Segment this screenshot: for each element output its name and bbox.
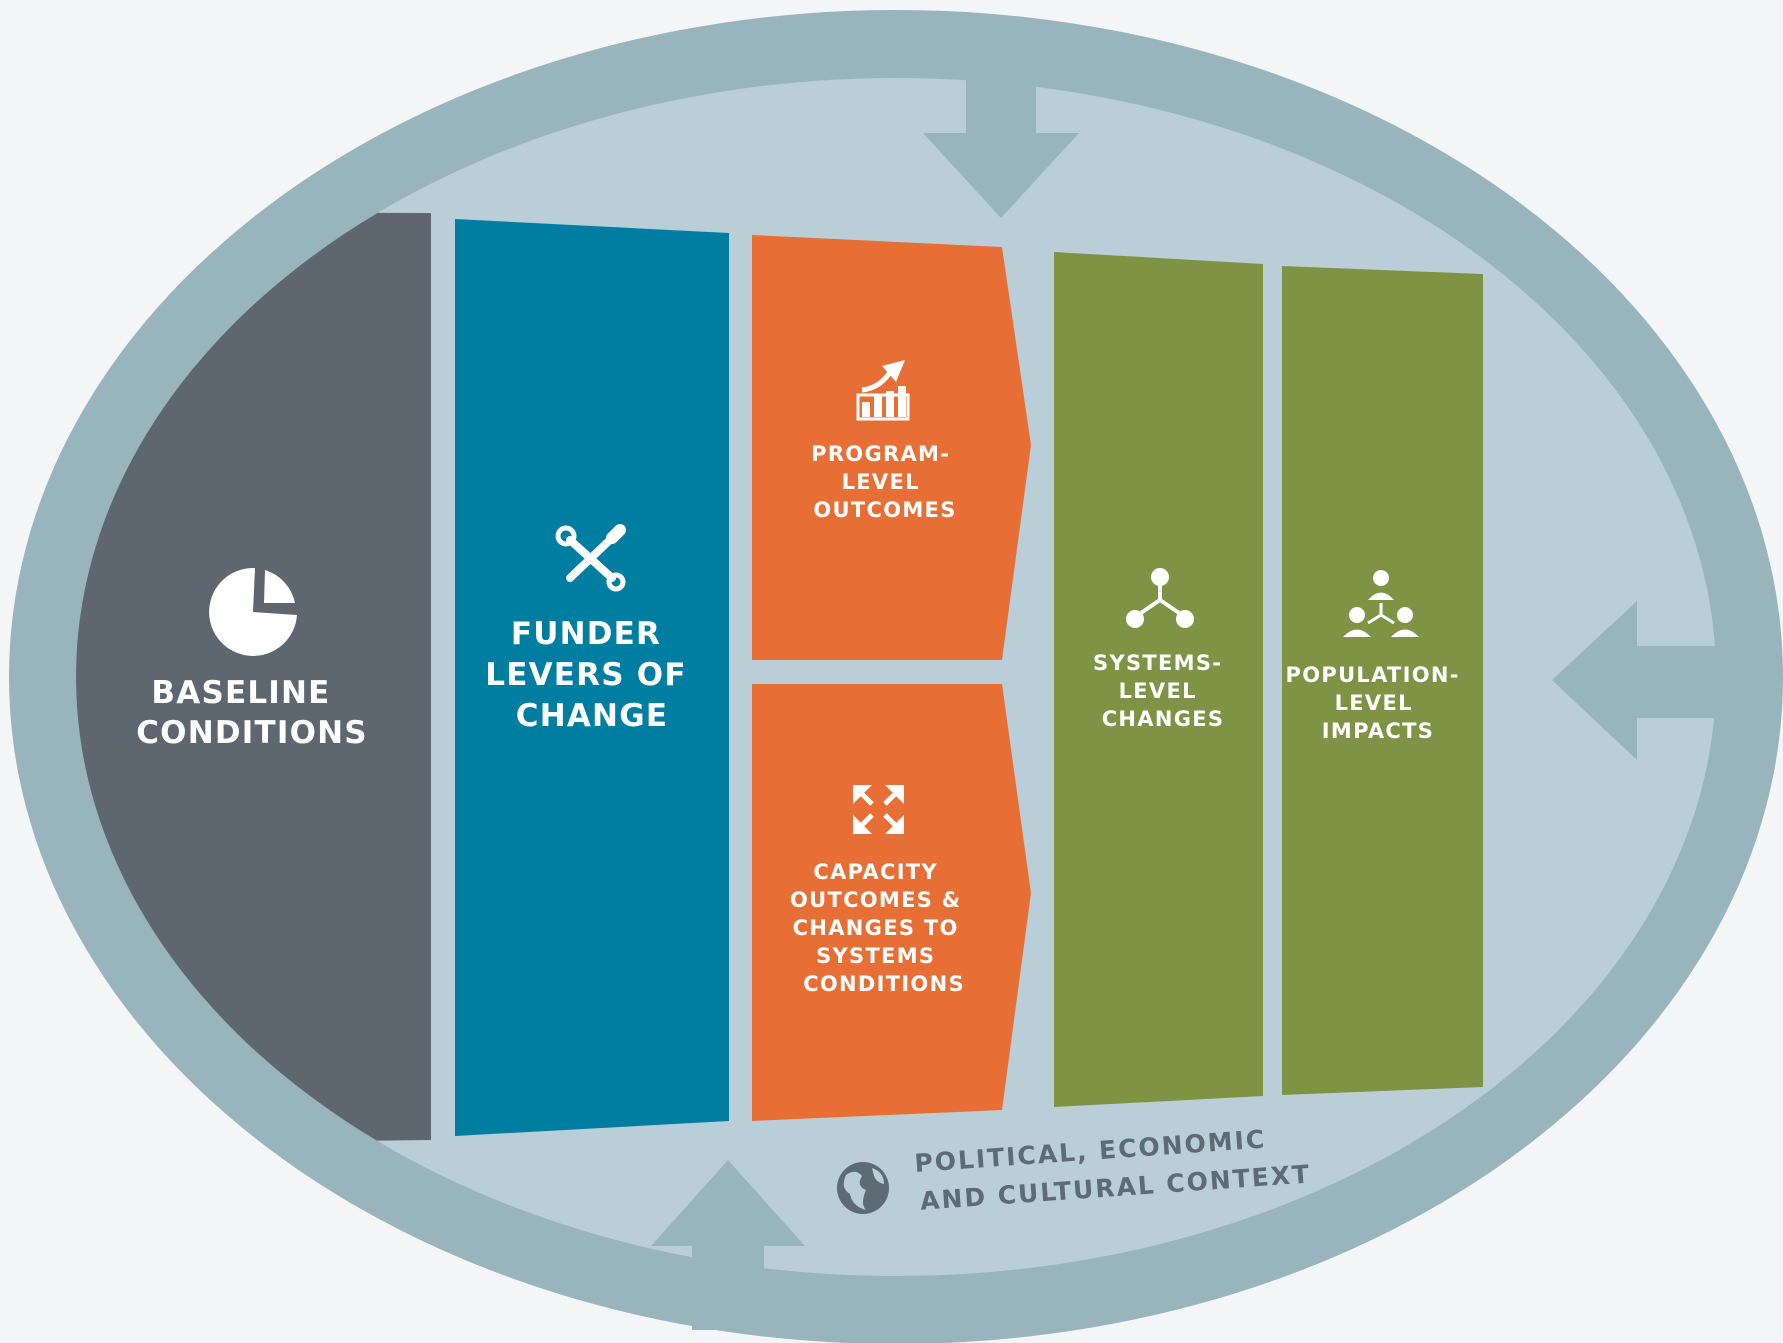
program-outcomes-label: PROGRAM- LEVEL OUTCOMES xyxy=(811,442,959,522)
network-nodes-icon xyxy=(1126,568,1194,628)
bar-chart-up-arrow-icon xyxy=(856,360,910,421)
funder-levers-label: FUNDER LEVERS OF CHANGE xyxy=(485,616,698,734)
pie-chart-icon xyxy=(209,567,297,656)
arrow-down-icon xyxy=(923,60,1079,218)
baseline-conditions-label: BASELINE CONDITIONS xyxy=(136,675,368,751)
funder-levers-block xyxy=(455,219,729,1136)
population-impacts-label: POPULATION- LEVEL IMPACTS xyxy=(1286,663,1469,743)
capacity-outcomes-block xyxy=(752,684,1031,1121)
systems-changes-label: SYSTEMS- LEVEL CHANGES xyxy=(1093,651,1231,731)
systems-changes-block xyxy=(1054,252,1263,1107)
people-hierarchy-icon xyxy=(1343,570,1419,637)
arrow-left-icon xyxy=(1552,601,1720,760)
population-impacts-block xyxy=(1282,266,1483,1095)
arrow-up-icon xyxy=(651,1160,805,1330)
wrench-screwdriver-icon xyxy=(555,524,626,592)
capacity-outcomes-label: CAPACITY OUTCOMES & CHANGES TO SYSTEMS C… xyxy=(790,860,970,996)
program-outcomes-block xyxy=(752,235,1031,660)
globe-icon xyxy=(837,1162,889,1214)
expand-arrows-icon xyxy=(853,785,904,834)
